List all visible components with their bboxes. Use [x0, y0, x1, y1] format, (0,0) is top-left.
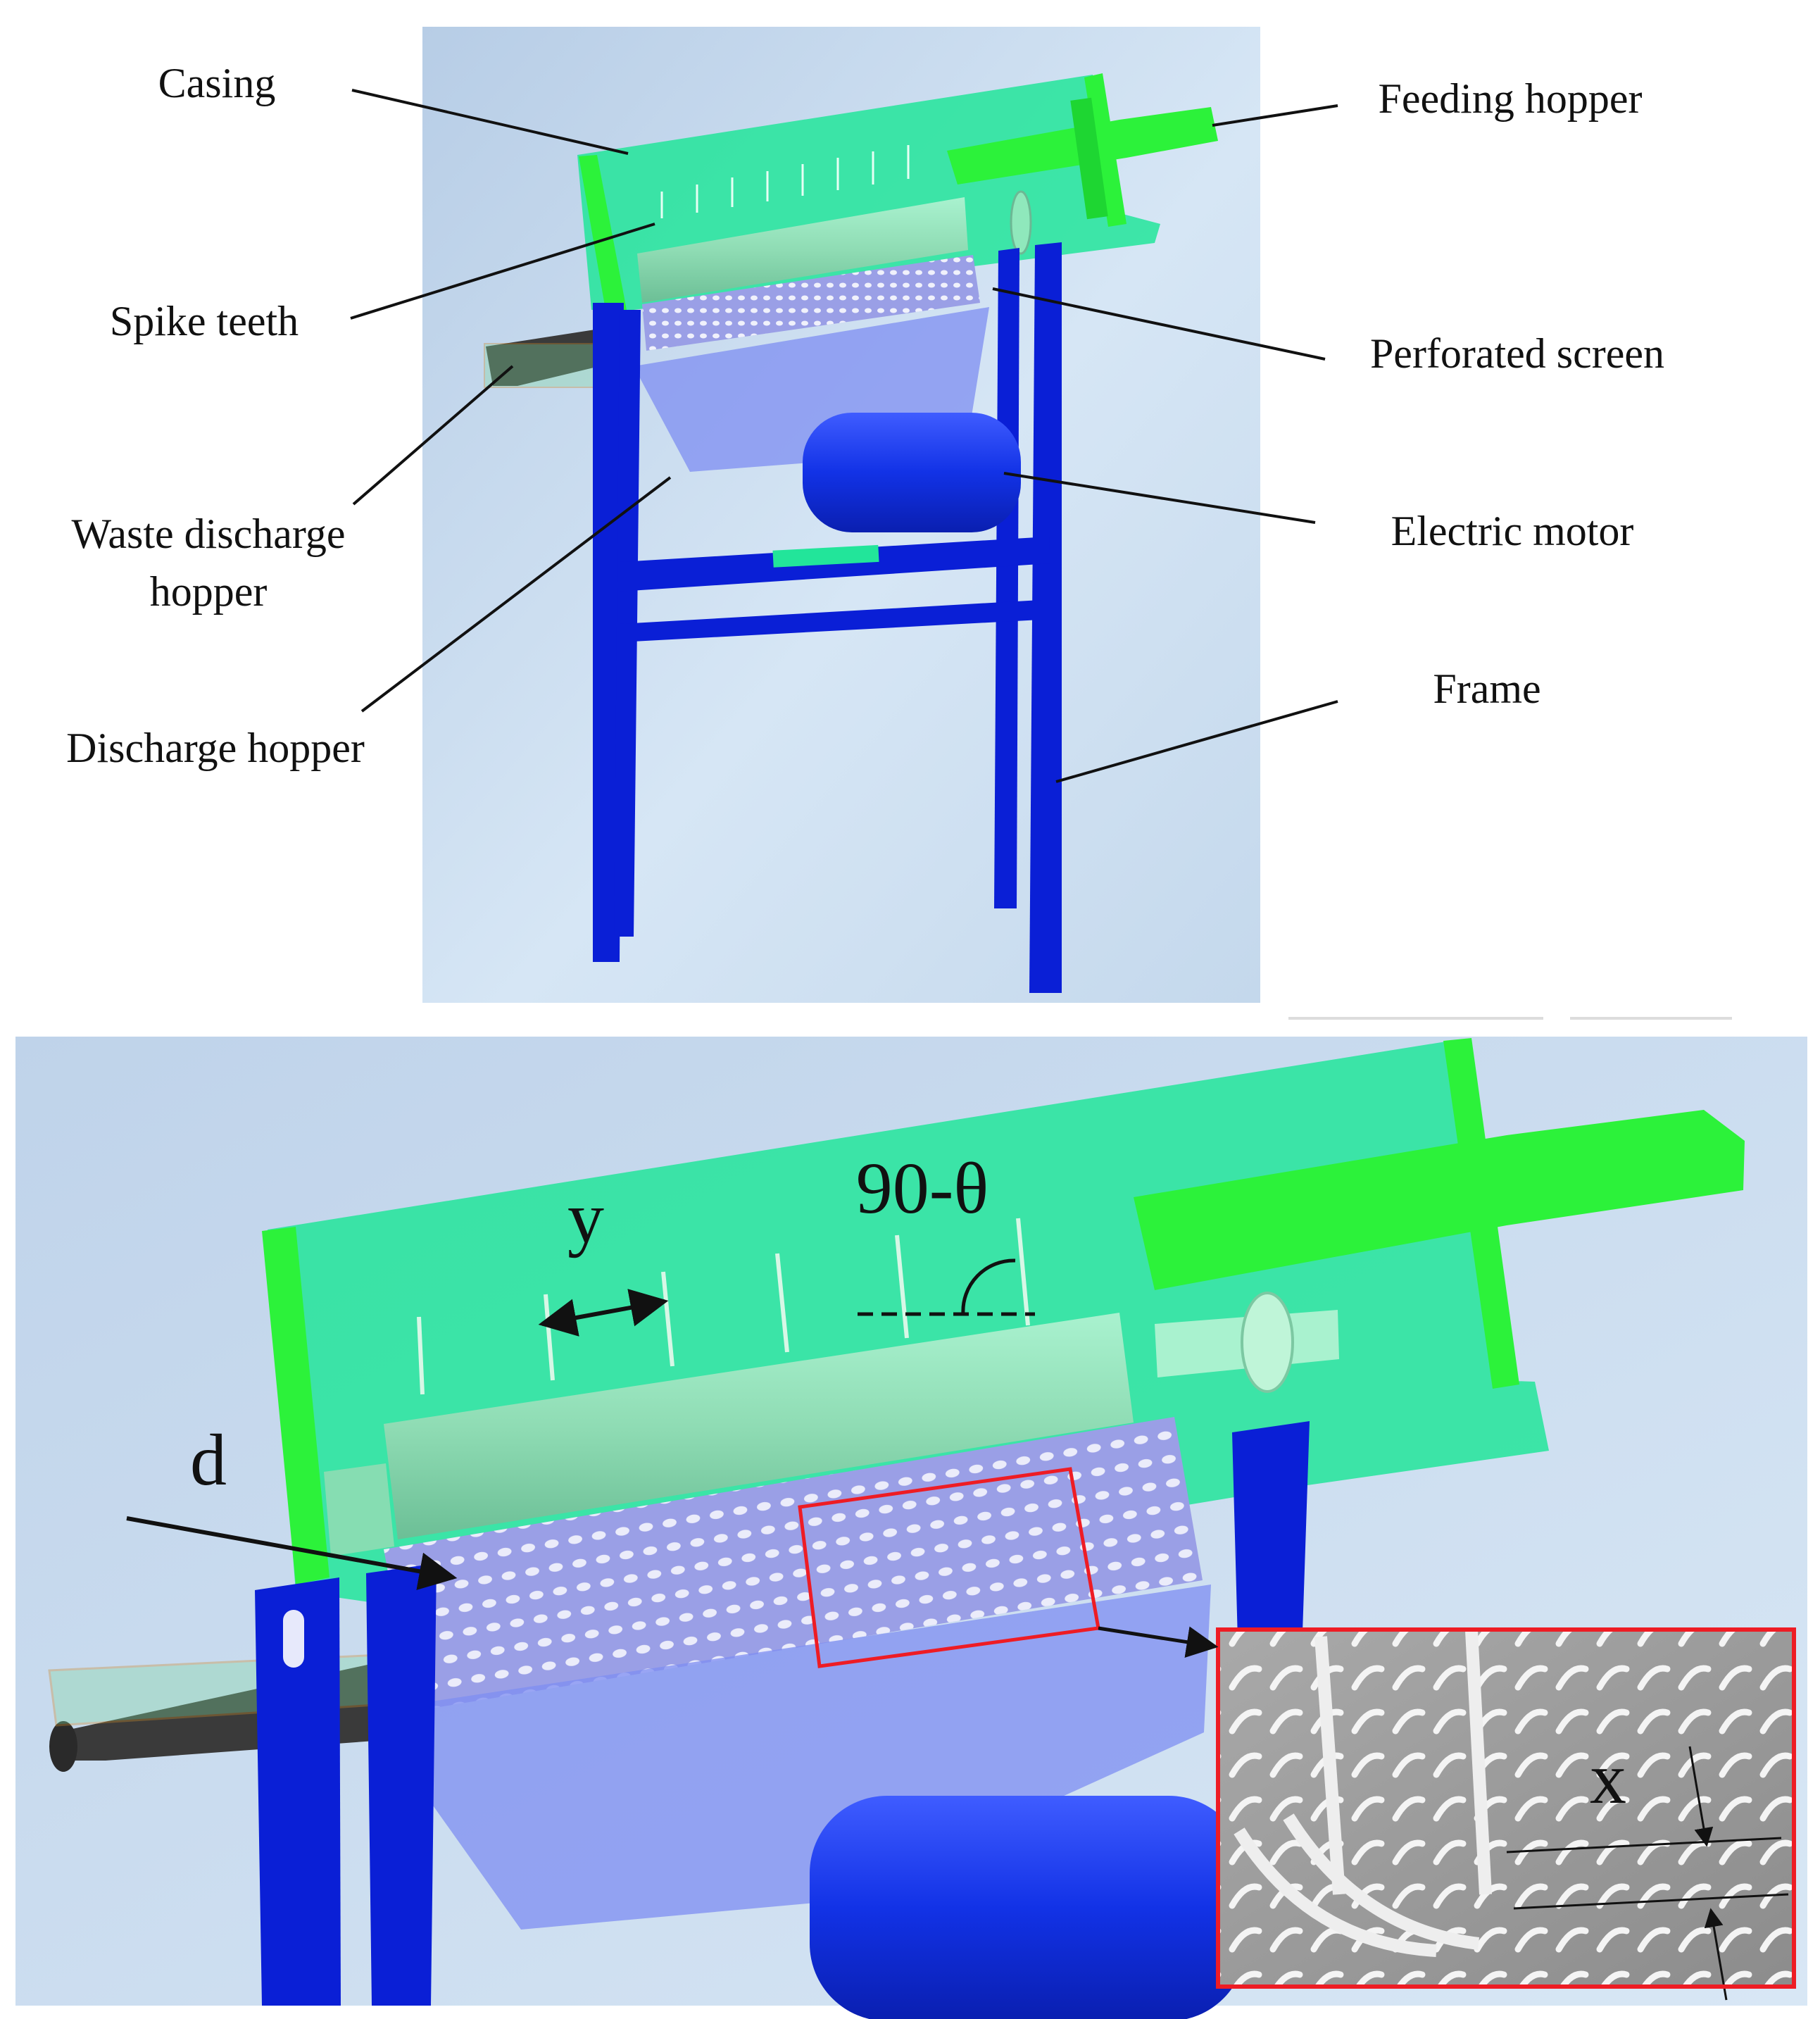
- label-electric-motor: Electric motor: [1391, 508, 1634, 554]
- bottom-discharge-hopper: [366, 1584, 1211, 1930]
- casing-left-flange: [579, 155, 627, 310]
- top-spike-teeth: [660, 145, 910, 218]
- perforation-inset: [1216, 1627, 1796, 2001]
- label-spike-teeth: Spike teeth: [110, 298, 299, 344]
- top-drum: [637, 197, 968, 303]
- bottom-drum: [384, 1313, 1134, 1539]
- label-waste-discharge-hopper-line2: hopper: [150, 568, 268, 615]
- symbol-d: d: [190, 1420, 227, 1501]
- bottom-symbols: y 90-θ d x: [190, 1148, 1626, 1819]
- y-dimension-arrow: [538, 1289, 669, 1337]
- symbol-x: x: [1590, 1738, 1626, 1819]
- label-frame: Frame: [1433, 665, 1540, 712]
- top-panel: [422, 27, 1260, 1003]
- symbol-y: y: [567, 1177, 604, 1258]
- symbol-angle: 90-θ: [856, 1148, 989, 1229]
- bottom-feeding-hopper: [1134, 1110, 1745, 1290]
- bottom-panel: [15, 1037, 1807, 2019]
- top-labels: Casing Spike teeth Waste discharge hoppe…: [66, 60, 1664, 771]
- label-perforated-screen: Perforated screen: [1370, 330, 1664, 377]
- bottom-pulley: [1241, 1292, 1294, 1393]
- label-casing: Casing: [158, 60, 276, 106]
- bottom-casing-left-flange: [262, 1227, 330, 1584]
- top-electric-motor: [803, 413, 1021, 532]
- top-pulley: [1010, 190, 1032, 255]
- d-pointer-arrow: [126, 1516, 458, 1590]
- feeding-hopper-neck: [1070, 97, 1108, 220]
- bottom-spike-teeth: [417, 1218, 1030, 1395]
- top-waste-discharge-pipe: [486, 328, 605, 386]
- inset-pointer-arrow: [1098, 1626, 1219, 1658]
- label-waste-discharge-hopper-line1: Waste discharge: [72, 511, 346, 557]
- label-feeding-hopper: Feeding hopper: [1379, 75, 1643, 122]
- bottom-electric-motor: [810, 1796, 1246, 2019]
- bottom-frame: [255, 1421, 1310, 2006]
- angle-arc: [961, 1258, 1016, 1315]
- top-leader-lines: [350, 89, 1338, 783]
- label-discharge-hopper: Discharge hopper: [66, 725, 365, 771]
